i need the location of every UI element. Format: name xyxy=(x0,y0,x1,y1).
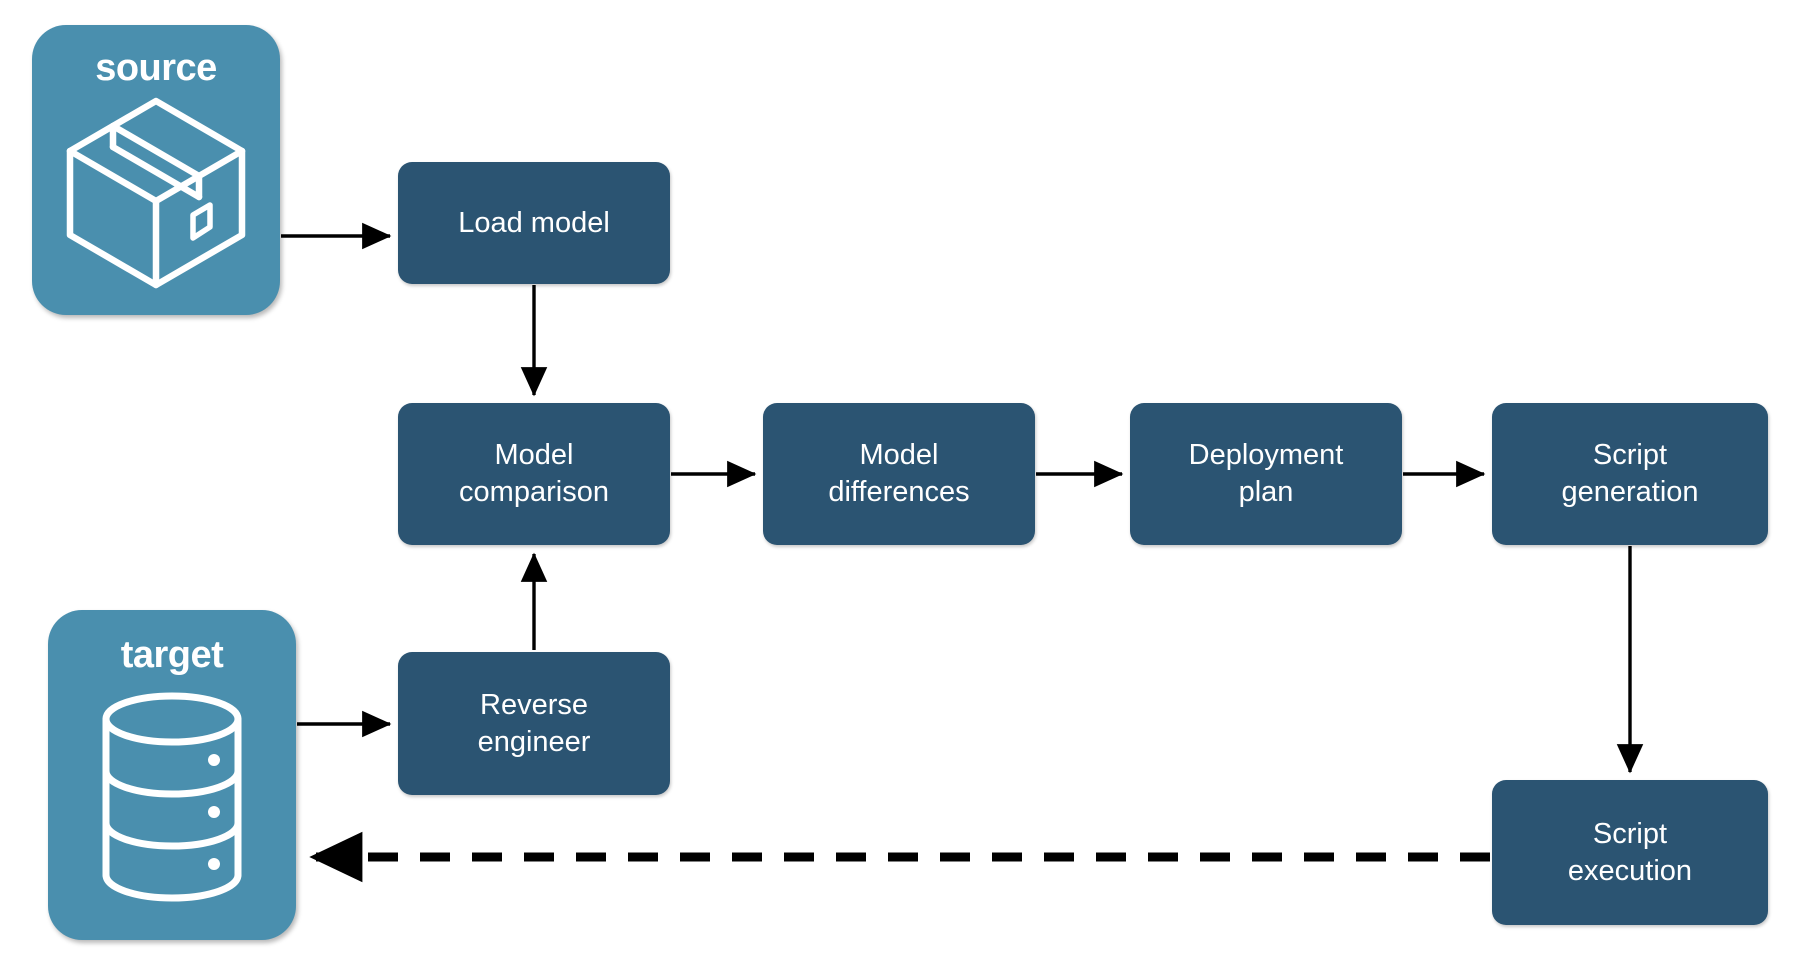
process-box-script-generation[interactable]: Script generation xyxy=(1492,403,1768,545)
endpoint-title-target: target xyxy=(120,634,224,676)
database-cylinder-icon xyxy=(89,690,255,909)
process-box-deployment-plan[interactable]: Deployment plan xyxy=(1130,403,1402,545)
process-label-load-model: Load model xyxy=(458,206,610,239)
process-label-script-execution: Script execution xyxy=(1567,817,1693,887)
process-box-script-execution[interactable]: Script execution xyxy=(1492,780,1768,925)
process-box-reverse-engineer[interactable]: Reverse engineer xyxy=(398,652,670,795)
process-label-deployment-plan: Deployment plan xyxy=(1188,439,1344,508)
process-box-load-model[interactable]: Load model xyxy=(398,162,670,284)
process-label-model-differences: Model differences xyxy=(828,439,970,508)
endpoint-card-target[interactable]: target xyxy=(48,610,296,940)
endpoint-title-source: source xyxy=(95,47,217,89)
process-label-reverse-engineer: Reverse engineer xyxy=(477,688,591,758)
process-label-script-generation: Script generation xyxy=(1561,439,1699,508)
package-box-icon xyxy=(56,93,256,294)
process-box-model-comparison[interactable]: Model comparison xyxy=(398,403,670,545)
process-label-model-comparison: Model comparison xyxy=(459,439,609,508)
endpoint-card-source[interactable]: source xyxy=(32,25,280,315)
process-box-model-differences[interactable]: Model differences xyxy=(763,403,1035,545)
